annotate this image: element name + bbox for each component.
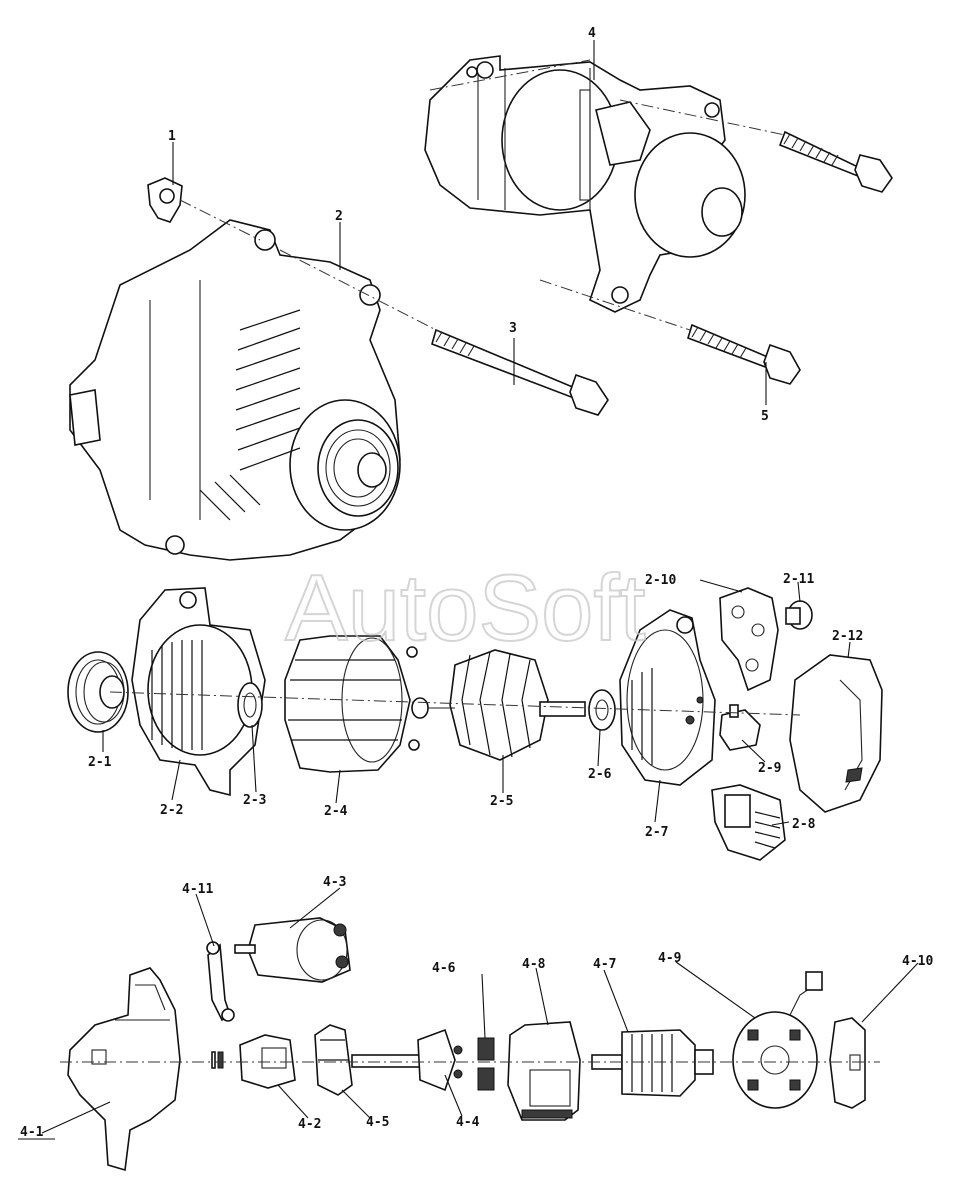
terminal-cap [785, 600, 813, 630]
armature [591, 1029, 714, 1097]
label-2-6: 2-6 [588, 767, 612, 782]
label-2-11: 2-11 [783, 572, 814, 587]
axis-line-top-4 [179, 199, 261, 241]
label-4-10: 4-10 [902, 954, 933, 969]
label-5: 5 [761, 409, 769, 424]
alternator-bolt [431, 328, 609, 416]
leader-lines [18, 40, 919, 1140]
rectifier [719, 587, 779, 692]
starter-upper-bolt [778, 130, 893, 193]
label-4-4: 4-4 [456, 1115, 480, 1130]
axis-line-top-1 [429, 59, 591, 91]
rotor [411, 649, 586, 761]
label-2-9: 2-9 [758, 761, 781, 776]
label-2-7: 2-7 [645, 825, 668, 840]
rear-housing [619, 609, 716, 786]
front-housing [131, 587, 266, 797]
end-cap [829, 1017, 866, 1109]
watermark-text: AutoSoft [285, 555, 646, 660]
alternator-assembly [69, 219, 401, 561]
axis-line-middle [109, 691, 801, 716]
axis-line-top-3 [539, 279, 691, 331]
label-4-1: 4-1 [20, 1125, 44, 1140]
label-2-10: 2-10 [645, 573, 676, 588]
planetary-gear-housing [314, 1024, 353, 1096]
label-2-12: 2-12 [832, 629, 863, 644]
label-2-5: 2-5 [490, 794, 513, 809]
label-2-1: 2-1 [88, 755, 112, 770]
field-frame [507, 1021, 581, 1121]
label-3: 3 [509, 321, 517, 336]
starter-motor-assembly [424, 55, 746, 313]
rear-bearing [588, 689, 616, 731]
axis-line-top-5 [279, 249, 441, 333]
solenoid [234, 917, 351, 983]
terminal-nut-1 [147, 177, 183, 223]
planet-gears [477, 1037, 495, 1091]
starter-nose-housing [67, 967, 181, 1172]
voltage-regulator [711, 784, 786, 861]
rear-cover [789, 654, 883, 813]
front-bearing [237, 682, 263, 728]
label-2-4: 2-4 [324, 804, 348, 819]
label-4-5: 4-5 [366, 1115, 389, 1130]
starter-lower-bolt [687, 323, 801, 385]
label-1: 1 [168, 129, 176, 144]
axis-line-top-2 [619, 99, 786, 136]
label-4: 4 [588, 26, 596, 41]
label-2-8: 2-8 [792, 817, 816, 832]
pulley [67, 651, 129, 733]
label-2-3: 2-3 [243, 793, 266, 808]
pinion-shaft [351, 1028, 463, 1092]
label-4-9: 4-9 [658, 951, 681, 966]
washer [211, 1051, 224, 1069]
brush-plate [732, 971, 823, 1109]
label-2-2: 2-2 [160, 803, 183, 818]
label-4-7: 4-7 [593, 957, 616, 972]
label-4-6: 4-6 [432, 961, 456, 976]
brush-holder [719, 704, 761, 751]
label-4-11: 4-11 [182, 882, 213, 897]
label-4-8: 4-8 [522, 957, 546, 972]
stator [284, 635, 420, 773]
label-2: 2 [335, 209, 343, 224]
label-4-3: 4-3 [323, 875, 346, 890]
label-4-2: 4-2 [298, 1117, 321, 1132]
shift-lever [206, 941, 235, 1022]
